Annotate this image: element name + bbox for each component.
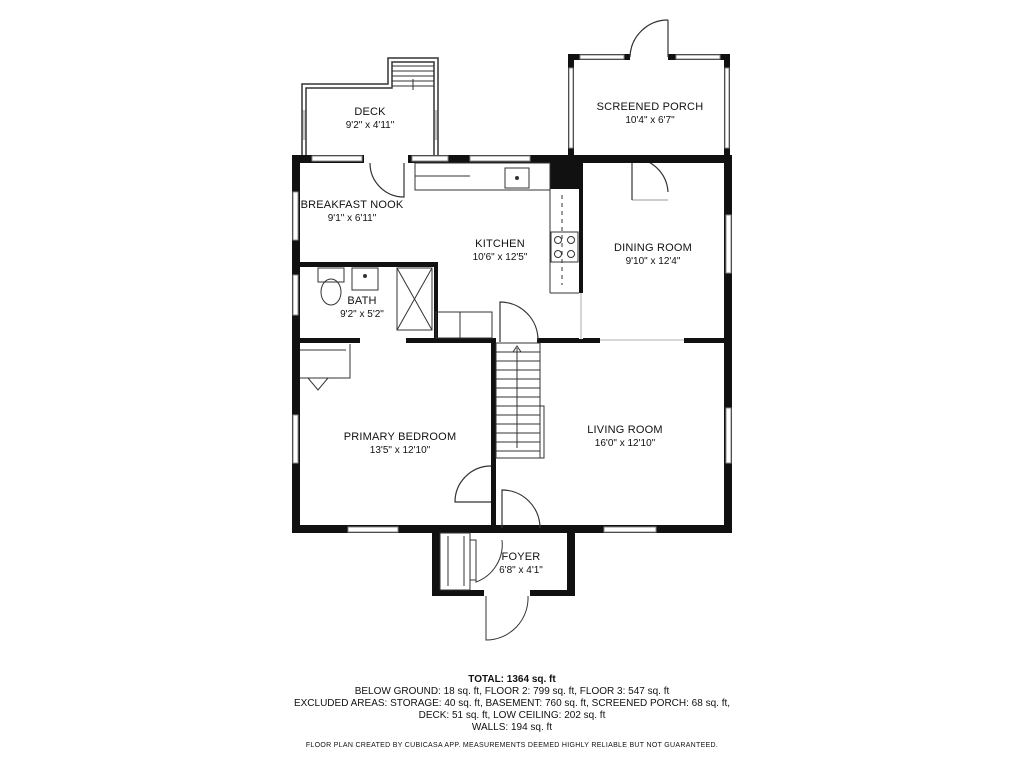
excluded-areas-continued: DECK: 51 sq. ft, LOW CEILING: 202 sq. ft bbox=[418, 710, 606, 721]
deck-door-opening bbox=[364, 154, 408, 164]
breakfast-nook-label: BREAKFAST NOOK bbox=[301, 199, 404, 211]
bedroom-door-swing bbox=[454, 465, 492, 503]
foyer-fixtures bbox=[439, 532, 529, 641]
bath-fixtures bbox=[317, 267, 433, 331]
foyer-label: FOYER bbox=[502, 551, 541, 563]
bath-dimensions: 9'2" x 5'2" bbox=[340, 309, 384, 320]
primary-bedroom-label: PRIMARY BEDROOM bbox=[344, 431, 457, 443]
floor-areas: BELOW GROUND: 18 sq. ft, FLOOR 2: 799 sq… bbox=[354, 686, 670, 697]
screened-porch-label: SCREENED PORCH bbox=[597, 101, 704, 113]
wall-area: WALLS: 194 sq. ft bbox=[471, 722, 553, 733]
living-room-dimensions: 16'0" x 12'10" bbox=[595, 438, 656, 449]
deck-door-swing bbox=[369, 162, 405, 198]
sink-icon bbox=[504, 167, 530, 189]
dining-room-dimensions: 9'10" x 12'4" bbox=[626, 256, 681, 267]
excluded-areas: EXCLUDED AREAS: STORAGE: 40 sq. ft, BASE… bbox=[293, 698, 731, 709]
kitchen-counters bbox=[414, 162, 579, 339]
foyer-dimensions: 6'8" x 4'1" bbox=[499, 565, 543, 576]
screened-porch-dimensions: 10'4" x 6'7" bbox=[625, 115, 675, 126]
stair-door-swing bbox=[499, 301, 539, 342]
deck-dimensions: 9'2" x 4'11" bbox=[346, 120, 395, 131]
kitchen-dimensions: 10'6" x 12'5" bbox=[473, 252, 528, 263]
exterior-windows bbox=[292, 155, 732, 533]
stove-icon bbox=[550, 231, 579, 263]
interior-openings bbox=[360, 293, 684, 344]
primary-bedroom-dimensions: 13'5" x 12'10" bbox=[370, 445, 431, 456]
disclaimer: FLOOR PLAN CREATED BY CUBICASA APP. MEAS… bbox=[305, 742, 719, 749]
screened-porch-walls bbox=[568, 53, 730, 158]
kitchen-label: KITCHEN bbox=[475, 238, 525, 250]
dining-room-label: DINING ROOM bbox=[614, 242, 692, 254]
foyer-entry-opening bbox=[484, 589, 530, 597]
deck-rail-windows bbox=[302, 110, 438, 140]
area-summary: TOTAL: 1364 sq. ft BELOW GROUND: 18 sq. … bbox=[0, 674, 1024, 734]
deck-stairs bbox=[392, 65, 434, 90]
living-room-label: LIVING ROOM bbox=[587, 424, 663, 436]
breakfast-nook-dimensions: 9'1" x 6'11" bbox=[328, 213, 377, 224]
interior-stairs bbox=[495, 342, 545, 459]
deck-outline bbox=[301, 57, 439, 158]
living-door-swing bbox=[501, 489, 541, 529]
total-area: TOTAL: 1364 sq. ft bbox=[468, 674, 556, 685]
bedroom-closet bbox=[300, 344, 351, 391]
deck-label: DECK bbox=[354, 106, 386, 118]
bath-label: BATH bbox=[347, 295, 376, 307]
